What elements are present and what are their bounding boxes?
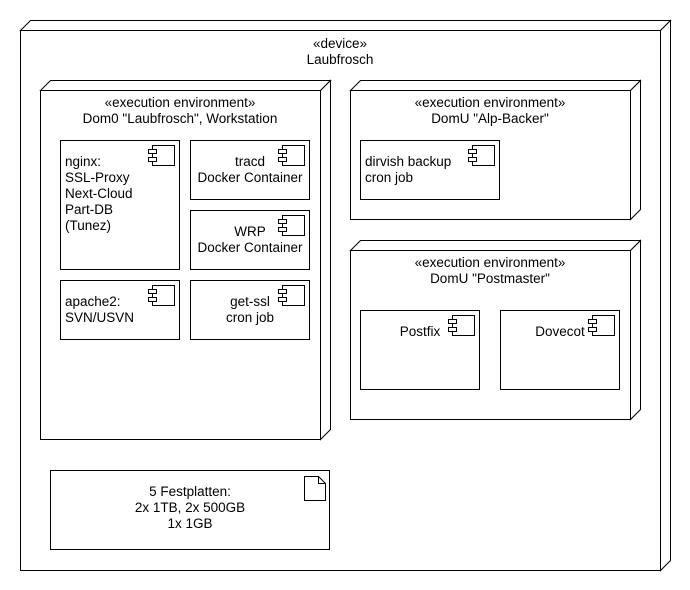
tracd-line: Docker Container	[197, 170, 303, 185]
wrp-label: WRP Docker Container	[190, 224, 310, 256]
dom0-label: «execution environment» Dom0 "Laubfrosch…	[40, 95, 320, 127]
note-line: 5 Festplatten:	[149, 484, 231, 499]
note-icon	[304, 476, 326, 501]
dirvish-line: dirvish backup	[365, 154, 452, 169]
nginx-line: nginx:	[65, 154, 102, 169]
component-icon	[468, 145, 495, 166]
postfix-line: Postfix	[399, 324, 441, 339]
nginx-label: nginx: SSL-Proxy Next-Cloud Part-DB (Tun…	[65, 154, 133, 234]
apache-line: SVN/USVN	[65, 310, 135, 325]
note-festplatten	[50, 470, 330, 550]
postfix-label: Postfix	[380, 324, 460, 340]
getssl-line: get-ssl	[230, 294, 270, 309]
dirvish-line: cron job	[365, 170, 414, 185]
note-line: 2x 1TB, 2x 500GB	[134, 500, 246, 515]
wrp-line: WRP	[234, 224, 266, 239]
nginx-line: (Tunez)	[65, 218, 112, 233]
wrp-line: Docker Container	[197, 240, 303, 255]
postmaster-name: DomU "Postmaster"	[430, 271, 550, 286]
component-icon	[278, 215, 305, 236]
getssl-label: get-ssl cron job	[190, 294, 310, 326]
dom0-stereotype: «execution environment»	[104, 95, 256, 110]
nginx-line: Next-Cloud	[65, 186, 133, 201]
nginx-line: SSL-Proxy	[65, 170, 130, 185]
apache-line: apache2:	[65, 294, 121, 309]
device-label: «device» Laubfrosch	[20, 36, 660, 68]
dovecot-label: Dovecot	[520, 324, 600, 340]
dirvish-label: dirvish backup cron job	[365, 154, 451, 186]
tracd-line: tracd	[234, 154, 265, 169]
note-text: 5 Festplatten: 2x 1TB, 2x 500GB 1x 1GB	[50, 484, 330, 532]
dovecot-line: Dovecot	[535, 324, 585, 339]
alp-backer-label: «execution environment» DomU "Alp-Backer…	[350, 95, 630, 127]
alp-backer-name: DomU "Alp-Backer"	[431, 111, 549, 126]
dom0-name: Dom0 "Laubfrosch", Workstation	[82, 111, 278, 126]
component-icon	[148, 285, 175, 306]
alp-backer-stereotype: «execution environment»	[414, 95, 566, 110]
component-icon	[278, 145, 305, 166]
getssl-line: cron job	[225, 310, 275, 325]
device-name: Laubfrosch	[306, 52, 374, 67]
tracd-label: tracd Docker Container	[190, 154, 310, 186]
component-icon	[148, 145, 175, 166]
nginx-line: Part-DB	[65, 202, 114, 217]
component-icon	[588, 315, 615, 336]
postmaster-label: «execution environment» DomU "Postmaster…	[350, 255, 630, 287]
postmaster-stereotype: «execution environment»	[414, 255, 566, 270]
device-stereotype: «device»	[312, 36, 368, 51]
component-icon	[278, 285, 305, 306]
apache-label: apache2: SVN/USVN	[65, 294, 134, 326]
component-icon	[448, 315, 475, 336]
note-line: 1x 1GB	[167, 516, 213, 531]
